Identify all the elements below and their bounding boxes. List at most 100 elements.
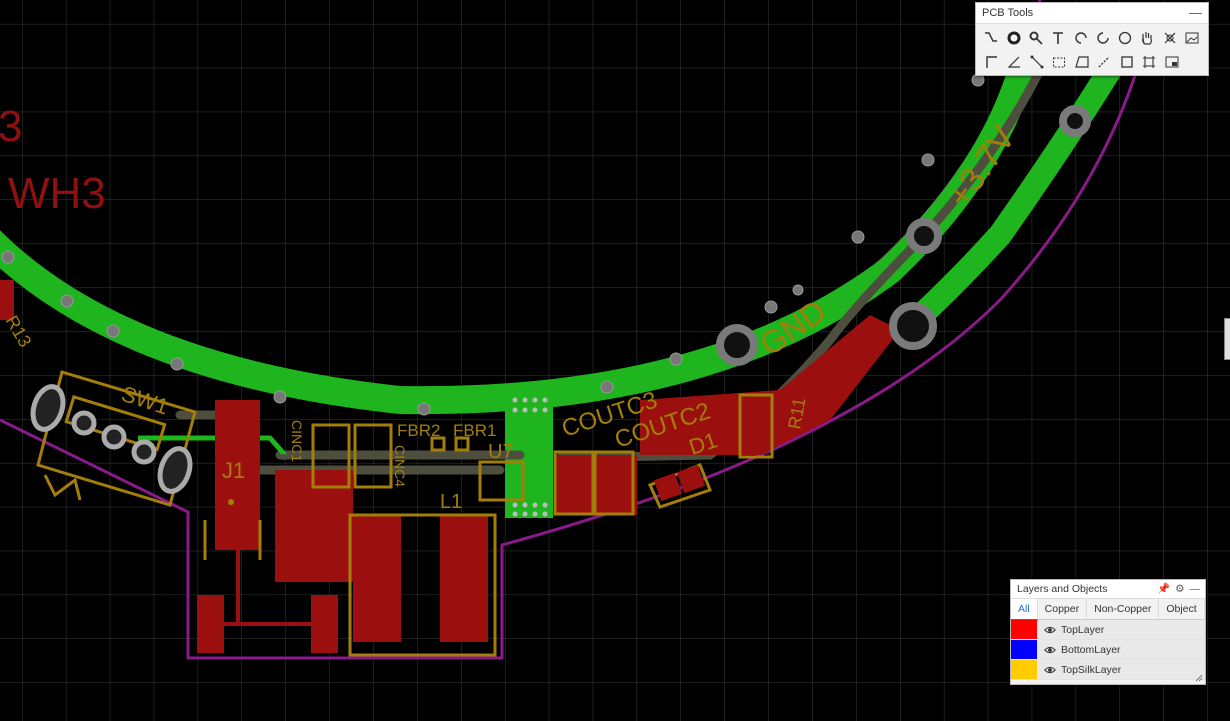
silk-d1-pad — [653, 472, 683, 502]
trace-green-j1 — [138, 435, 287, 457]
sw1-pin — [101, 424, 127, 450]
copper-l1-pad-b — [440, 515, 488, 642]
tool-row-1 — [976, 24, 1208, 48]
pan-hand-icon[interactable] — [1138, 28, 1157, 47]
eye-icon[interactable] — [1044, 664, 1056, 676]
via — [792, 284, 804, 296]
circle-icon[interactable] — [1116, 28, 1135, 47]
layers-tabs: All Copper Non-Copper Object — [1011, 599, 1205, 621]
via — [669, 352, 683, 366]
via — [60, 294, 74, 308]
pcb-tools-panel: PCB Tools — — [975, 2, 1209, 76]
silk-cinc-b — [353, 423, 393, 489]
silk-sw1-body — [36, 370, 197, 507]
eye-icon[interactable] — [1044, 644, 1056, 656]
via — [273, 390, 287, 404]
label-fbr2: FBR2 — [397, 421, 440, 440]
tab-copper[interactable]: Copper — [1038, 599, 1088, 619]
trace-node — [280, 454, 286, 460]
polygon-icon[interactable] — [1072, 52, 1091, 71]
silk-d1-pad-2 — [676, 464, 706, 494]
trace-node — [180, 413, 186, 419]
layer-color-swatch[interactable] — [1011, 660, 1037, 679]
board-outline-outer — [0, 59, 1142, 660]
layer-row-bottomlayer[interactable]: BottomLayer — [1011, 640, 1205, 660]
layer-color-swatch[interactable] — [1011, 640, 1037, 659]
silk-r11-pad — [744, 432, 768, 454]
layer-color-swatch[interactable] — [1011, 620, 1037, 639]
rect-dashed-icon[interactable] — [1050, 52, 1069, 71]
copper-r11-trace — [640, 315, 900, 455]
line-corner-icon[interactable] — [982, 52, 1001, 71]
layers-titlebar[interactable]: Layers and Objects 📌 ⚙ — — [1011, 580, 1205, 599]
ghost-label-wh3: WH3 — [8, 169, 106, 218]
resize-grip-icon[interactable] — [1195, 674, 1203, 682]
silk-fbr1 — [454, 436, 470, 452]
arc-ccw-icon[interactable] — [1093, 28, 1112, 47]
via — [1, 250, 15, 264]
crop-icon[interactable] — [1140, 52, 1159, 71]
image-icon[interactable] — [1183, 28, 1202, 47]
pad-large — [716, 324, 758, 366]
via-icon[interactable] — [1004, 28, 1023, 47]
silk-j1-bracket — [203, 520, 262, 560]
label-u7: U7 — [488, 441, 514, 463]
panel-icon[interactable] — [1162, 52, 1181, 71]
copper-coutc3-pad — [555, 455, 597, 515]
label-cinc1: CINC1 — [289, 420, 305, 462]
pad-medium — [906, 218, 942, 254]
silk-cinc-a — [311, 423, 351, 489]
eye-icon[interactable] — [1044, 624, 1056, 636]
layer-name: BottomLayer — [1061, 643, 1121, 656]
layer-row-topsilklayer[interactable]: TopSilkLayer — [1011, 660, 1205, 680]
sw1-pin — [131, 439, 157, 465]
pad-medium — [1059, 105, 1091, 137]
layer-row-toplayer[interactable]: TopLayer — [1011, 620, 1205, 640]
pcb-tools-title: PCB Tools — [982, 7, 1034, 19]
tab-all[interactable]: All — [1011, 599, 1038, 621]
ghost-label-top: 3 — [0, 102, 22, 151]
route-track-icon[interactable] — [982, 28, 1001, 47]
layers-title: Layers and Objects — [1017, 583, 1108, 595]
layers-objects-panel: Layers and Objects 📌 ⚙ — All Copper Non-… — [1010, 579, 1206, 685]
minimize-button[interactable]: — — [1189, 5, 1202, 20]
silk-l1-outline — [348, 513, 497, 657]
text-icon[interactable] — [1049, 28, 1068, 47]
tab-object[interactable]: Object — [1159, 599, 1205, 619]
measure-icon[interactable] — [1095, 52, 1114, 71]
via — [921, 153, 935, 167]
silk-sw1-tab — [43, 474, 82, 501]
silk-r11-box — [738, 393, 774, 459]
pin-icon[interactable]: 📌 — [1157, 583, 1171, 595]
panel-resize-tab[interactable] — [1224, 318, 1230, 360]
pad-large — [889, 302, 937, 350]
via — [170, 357, 184, 371]
pcb-tools-titlebar[interactable]: PCB Tools — — [976, 3, 1208, 24]
copper-stripe-h — [205, 622, 330, 626]
silk-coutc3-box — [553, 450, 595, 516]
sw1-pad-left — [30, 384, 66, 432]
tool-row-2 — [976, 48, 1208, 72]
via — [106, 324, 120, 338]
pin-icon[interactable] — [1027, 28, 1046, 47]
silk-fbr2 — [430, 436, 446, 452]
dimension-icon[interactable] — [1027, 52, 1046, 71]
angle-icon[interactable] — [1005, 52, 1024, 71]
minimize-icon[interactable]: — — [1189, 583, 1201, 595]
copper-j1-pad — [215, 400, 260, 550]
label-l1: L1 — [440, 491, 462, 513]
square-icon[interactable] — [1117, 52, 1136, 71]
select-icon[interactable] — [1160, 28, 1179, 47]
sw1-pad-right — [157, 446, 193, 494]
via — [764, 300, 778, 314]
arc-icon[interactable] — [1071, 28, 1090, 47]
label-fbr1: FBR1 — [453, 421, 496, 440]
via — [851, 230, 865, 244]
tab-non-copper[interactable]: Non-Copper — [1087, 599, 1160, 619]
via — [417, 402, 431, 416]
layer-name: TopLayer — [1061, 623, 1105, 636]
copper-sw1-pad — [0, 280, 14, 320]
gear-icon[interactable]: ⚙ — [1175, 583, 1185, 595]
via — [600, 380, 614, 394]
